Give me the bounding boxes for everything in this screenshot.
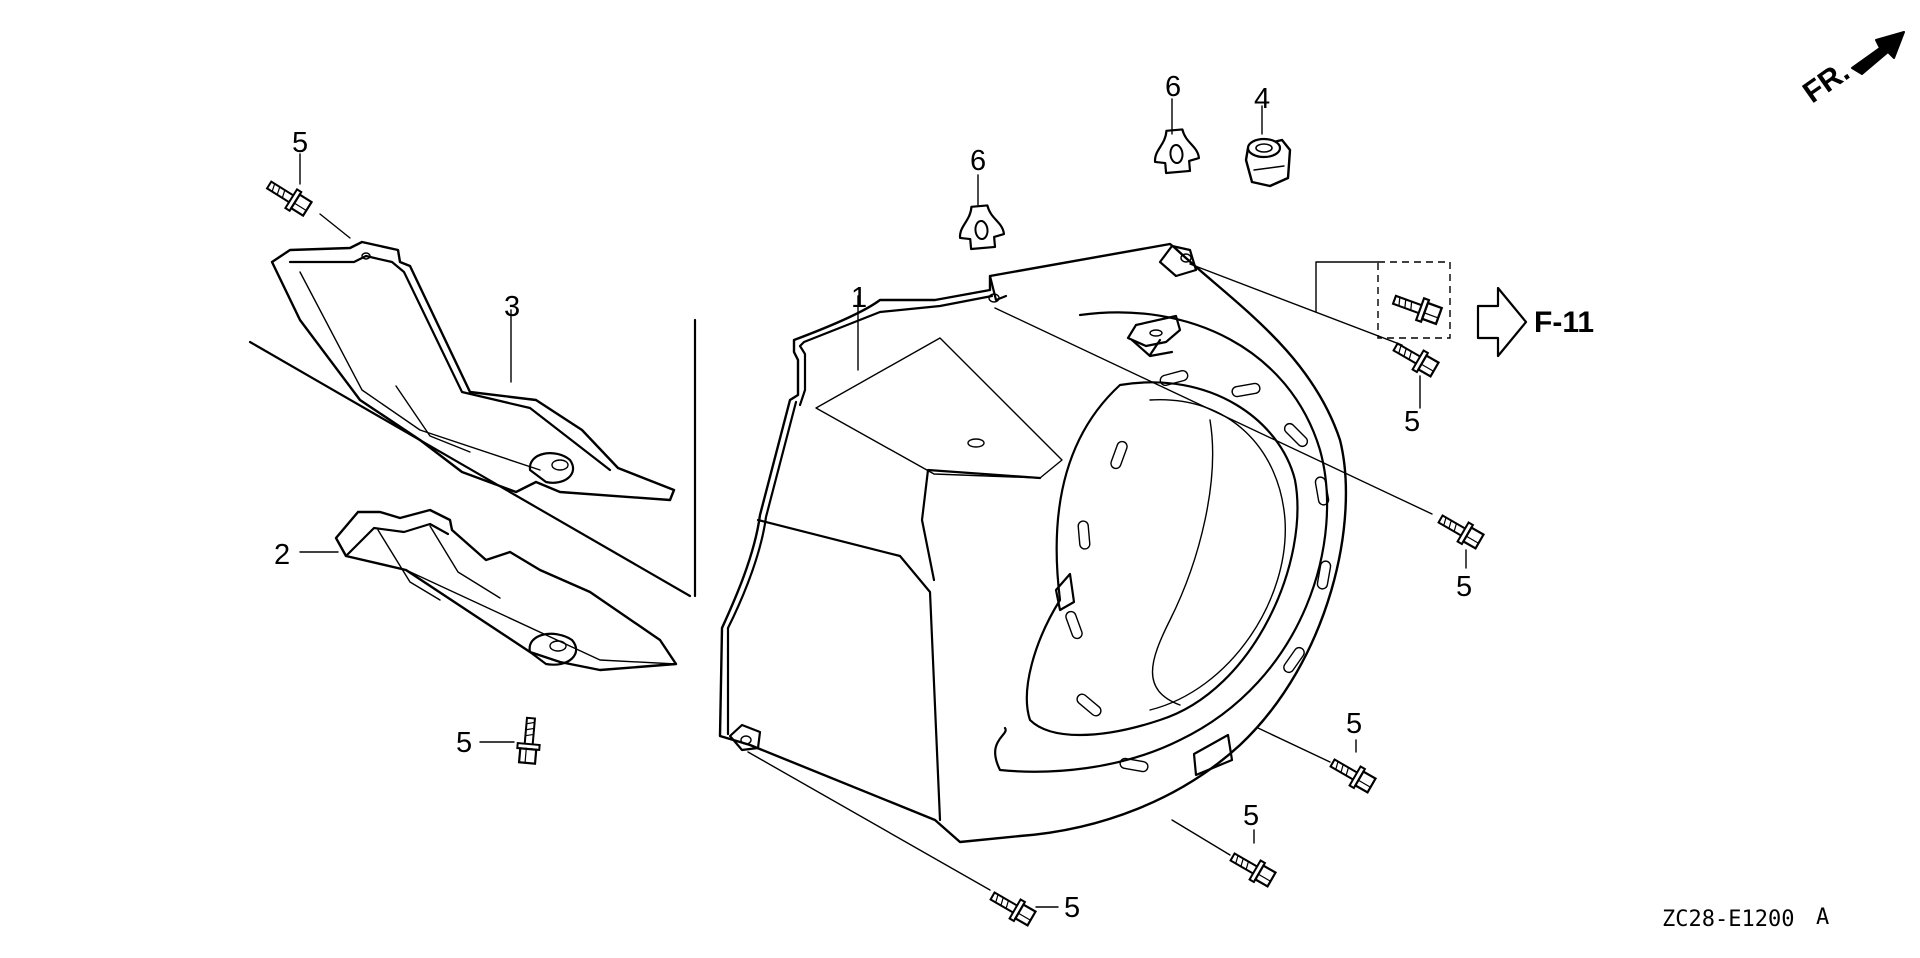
clip-right xyxy=(1151,127,1202,175)
label-clip-right: 6 xyxy=(1165,71,1181,103)
bolt-lower-left xyxy=(514,716,544,766)
label-bolt-top-left: 5 xyxy=(292,127,308,159)
label-cover-lower: 2 xyxy=(274,539,290,571)
label-fan-cover: 1 xyxy=(851,282,867,314)
grommet xyxy=(1244,137,1292,188)
reference-arrow-icon xyxy=(1476,286,1528,358)
label-bolt-lower-right: 5 xyxy=(1346,708,1362,740)
front-arrow-icon xyxy=(1851,31,1905,75)
label-bolt-lower-left: 5 xyxy=(456,727,472,759)
bolt-top-left xyxy=(262,174,315,220)
cover-upper xyxy=(270,240,676,502)
label-bolt-bottom: 5 xyxy=(1064,892,1080,924)
cover-lower xyxy=(334,508,678,672)
bolt-reference xyxy=(1389,287,1444,328)
label-cover-upper: 3 xyxy=(504,291,520,323)
label-grommet: 4 xyxy=(1254,83,1270,115)
bolt-lower-right xyxy=(1325,752,1379,797)
bolt-bottom-middle xyxy=(1225,846,1279,891)
label-bolt-bottom-middle: 5 xyxy=(1243,800,1259,832)
front-marker-label: FR. xyxy=(1797,55,1856,110)
bolt-bottom xyxy=(985,885,1039,930)
label-bolt-right-upper: 5 xyxy=(1404,406,1420,438)
diagram-code: ZC28-E1200 xyxy=(1662,907,1794,932)
leader-lines xyxy=(299,98,1467,908)
diagram-code-suffix: A xyxy=(1816,905,1829,930)
reference-box xyxy=(1315,261,1451,339)
reference-label: F-11 xyxy=(1534,306,1594,339)
bolt-right-middle xyxy=(1433,508,1487,553)
fan-cover xyxy=(718,242,1348,844)
label-clip-left: 6 xyxy=(970,145,986,177)
label-bolt-right-middle: 5 xyxy=(1456,571,1472,603)
clip-left xyxy=(956,203,1007,251)
